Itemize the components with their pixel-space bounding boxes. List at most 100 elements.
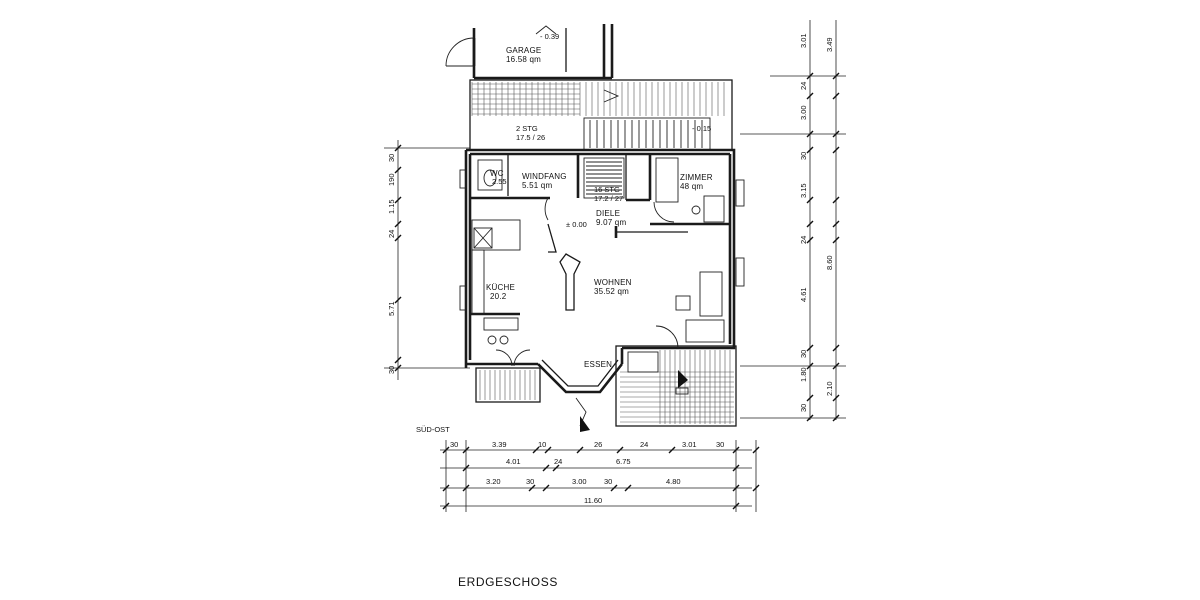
stair-rise-int: 17.2 / 27 xyxy=(594,194,623,203)
room-area-wohnen: 35.52 qm xyxy=(594,287,629,296)
dimension-tick xyxy=(832,236,840,244)
dimension-tick xyxy=(394,356,402,364)
dim-bottom-3-2: 3.00 xyxy=(572,477,587,486)
dim-right-1: 24 xyxy=(799,82,808,90)
dimension-tick xyxy=(442,502,450,510)
entry-stairs xyxy=(583,89,711,151)
dimension-tick xyxy=(832,362,840,370)
dimension-tick xyxy=(544,446,552,454)
dimension-tick xyxy=(806,72,814,80)
wc-fixtures xyxy=(477,159,503,191)
dim-right-2: 3.00 xyxy=(799,105,808,120)
dim-right-3: 30 xyxy=(799,152,808,160)
room-area-garage: 16.58 qm xyxy=(506,55,541,64)
room-area-zimmer: 48 qm xyxy=(680,182,703,191)
stair-rise-top: 17.5 / 26 xyxy=(516,133,545,142)
dim-right-6: 4.61 xyxy=(799,287,808,302)
dimension-tick xyxy=(532,446,540,454)
dimension-tick xyxy=(832,394,840,402)
interior-stairs xyxy=(583,157,625,199)
room-label-kueche: KÜCHE xyxy=(486,283,515,292)
dimension-tick xyxy=(806,92,814,100)
dimension-tick xyxy=(732,446,740,454)
dim-right-outer-2: 2.10 xyxy=(825,381,834,396)
dimension-tick xyxy=(806,236,814,244)
dimension-tick xyxy=(732,502,740,510)
room-label-diele: DIELE xyxy=(596,209,620,218)
dim-left-1: 190 xyxy=(387,173,396,186)
south-terrace xyxy=(475,345,737,427)
dimension-tick xyxy=(462,464,470,472)
dimension-tick xyxy=(832,130,840,138)
dimension-tick xyxy=(394,364,402,372)
room-area-wc: 2.55 xyxy=(492,177,507,186)
terrace-arrow xyxy=(580,416,590,432)
dim-bottom-3-4: 4.80 xyxy=(666,477,681,486)
dimension-tick xyxy=(668,446,676,454)
dimension-tick xyxy=(832,220,840,228)
dim-right-outer-1: 8.60 xyxy=(825,255,834,270)
dim-bottom-4-0: 11.60 xyxy=(584,496,602,505)
dimension-tick xyxy=(462,484,470,492)
room-area-windfang: 5.51 qm xyxy=(522,181,552,190)
dimension-tick xyxy=(462,446,470,454)
dimension-tick xyxy=(832,196,840,204)
dim-right-outer-0: 3.49 xyxy=(825,37,834,52)
stair-steps-top: 2 STG xyxy=(516,124,538,133)
dim-bottom-2-0: 4.01 xyxy=(506,457,521,466)
dim-left-5: 5.71 xyxy=(387,301,396,316)
dimension-tick xyxy=(542,484,550,492)
room-area-kueche: 20.2 xyxy=(490,292,507,301)
dim-bottom-3-1: 30 xyxy=(526,477,534,486)
dimension-tick xyxy=(610,484,618,492)
dimension-tick xyxy=(394,166,402,174)
dimension-tick xyxy=(528,484,536,492)
dim-right-8: 1.80 xyxy=(799,367,808,382)
dim-right-9: 30 xyxy=(799,404,808,412)
room-area-diele: 9.07 qm xyxy=(596,218,626,227)
north-terrace xyxy=(469,79,733,151)
dimension-tick xyxy=(806,394,814,402)
dimension-tick xyxy=(806,146,814,154)
dimension-tick xyxy=(806,362,814,370)
zimmer-furniture xyxy=(653,157,725,223)
level-garage: - 0.39 xyxy=(540,32,559,41)
dimension-tick xyxy=(732,464,740,472)
dimension-tick xyxy=(832,92,840,100)
dimension-tick xyxy=(806,414,814,422)
dim-right-4: 3.15 xyxy=(799,183,808,198)
dim-bottom-2-2: 6.75 xyxy=(616,457,631,466)
dimension-tick xyxy=(442,484,450,492)
garage-area xyxy=(445,24,614,80)
dim-left-4: 24 xyxy=(387,230,396,238)
dimension-tick xyxy=(832,414,840,422)
dimension-tick xyxy=(394,296,402,304)
dimension-tick xyxy=(394,144,402,152)
dimension-tick xyxy=(442,446,450,454)
dim-right-5: 24 xyxy=(799,236,808,244)
dimension-tick xyxy=(832,146,840,154)
dimension-tick xyxy=(732,484,740,492)
room-label-windfang: WINDFANG xyxy=(522,172,567,181)
room-label-wc: WC xyxy=(490,169,504,178)
drawing-title: ERDGESCHOSS xyxy=(458,575,558,589)
dimension-tick xyxy=(552,464,560,472)
dimension-tick xyxy=(624,484,632,492)
dim-bottom-1-0: 30 xyxy=(450,440,458,449)
level-entry: - 0.15 xyxy=(692,124,711,133)
dim-bottom-1-4: 24 xyxy=(640,440,648,449)
dimension-tick xyxy=(832,72,840,80)
dim-right-0: 3.01 xyxy=(799,33,808,48)
room-label-wohnen: WOHNEN xyxy=(594,278,632,287)
dim-bottom-1-5: 3.01 xyxy=(682,440,697,449)
dim-bottom-1-2: 10 xyxy=(538,440,546,449)
room-label-zimmer: ZIMMER xyxy=(680,173,713,182)
living-furniture xyxy=(547,223,725,349)
level-diele: ± 0.00 xyxy=(566,220,587,229)
dim-bottom-3-0: 3.20 xyxy=(486,477,501,486)
dimension-tick xyxy=(616,446,624,454)
dim-bottom-1-6: 30 xyxy=(716,440,724,449)
dim-bottom-3-3: 30 xyxy=(604,477,612,486)
dim-left-2: 1.15 xyxy=(387,199,396,214)
